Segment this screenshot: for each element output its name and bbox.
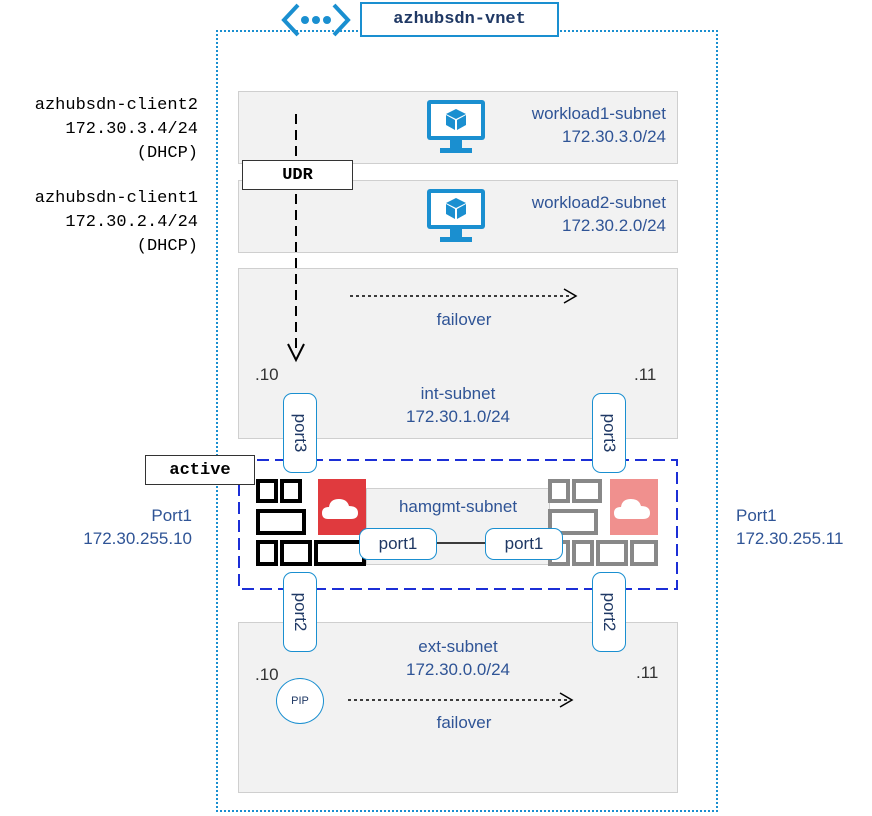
left-port2: port2 [283,572,317,652]
client1-name: azhubsdn-client1 [34,189,198,208]
client1-label: azhubsdn-client1 172.30.2.4/24 (DHCP) [0,187,198,258]
left-mgmt-ip: 172.30.255.10 [83,528,192,548]
left-port3-label: port3 [291,413,310,453]
udr-tag: UDR [242,160,353,190]
workload1-cidr: 172.30.3.0/24 [562,126,666,146]
client2-label: azhubsdn-client2 172.30.3.4/24 (DHCP) [0,94,198,165]
workload2-label: workload2-subnet 172.30.2.0/24 [490,192,666,238]
active-cluster-boundary [238,459,678,590]
right-port2: port2 [592,572,626,652]
right-mgmt-label: Port1 172.30.255.11 [736,505,843,551]
left-port3: port3 [283,393,317,473]
ext-right-host: .11 [636,663,659,682]
left-mgmt-port: Port1 [151,506,192,525]
ext-failover-arrowhead [559,692,574,708]
client1-ip: 172.30.2.4/24 [65,212,198,232]
right-port1: port1 [485,528,563,560]
ext-failover-label: failover [436,713,492,732]
right-mgmt-ip: 172.30.255.11 [736,528,844,548]
right-mgmt-port: Port1 [736,506,777,525]
active-tag: active [145,455,255,485]
udr-arrowhead [287,343,305,363]
ext-subnet-label: ext-subnet 172.30.0.0/24 [320,636,596,682]
right-port2-label: port2 [600,592,619,632]
workload2-cidr: 172.30.2.0/24 [562,215,666,235]
left-port1: port1 [359,528,437,560]
workload2-name: workload2-subnet [531,193,666,212]
left-port2-label: port2 [291,592,310,632]
left-mgmt-label: Port1 172.30.255.10 [40,505,192,551]
fortigate-standby-icon [548,479,658,566]
client1-mode: (DHCP) [136,236,198,256]
vnet-icon [281,3,351,37]
vnet-title: azhubsdn-vnet [360,2,559,37]
client2-name: azhubsdn-client2 [34,96,198,115]
int-subnet-name: int-subnet [420,384,496,403]
int-failover-arrowhead [563,288,578,304]
right-port3-label: port3 [600,413,619,453]
ext-left-host: .10 [255,665,279,684]
int-left-host: .10 [255,365,279,384]
right-port3: port3 [592,393,626,473]
int-subnet-label: int-subnet 172.30.1.0/24 [320,383,596,429]
client2-ip: 172.30.3.4/24 [65,119,198,139]
vm-monitor-icon [427,100,485,153]
client2-mode: (DHCP) [136,143,198,163]
pip-icon: PIP [276,678,324,724]
int-subnet-cidr: 172.30.1.0/24 [406,406,510,426]
int-failover-label: failover [436,310,492,329]
workload1-label: workload1-subnet 172.30.3.0/24 [490,103,666,149]
int-right-host: .11 [634,365,657,384]
fortigate-active-icon [256,479,366,566]
hamgmt-subnet-name: hamgmt-subnet [398,497,518,516]
workload1-name: workload1-subnet [531,104,666,123]
ext-subnet-name: ext-subnet [418,637,498,656]
ext-subnet-cidr: 172.30.0.0/24 [406,659,510,679]
vm-monitor-icon [427,189,485,242]
